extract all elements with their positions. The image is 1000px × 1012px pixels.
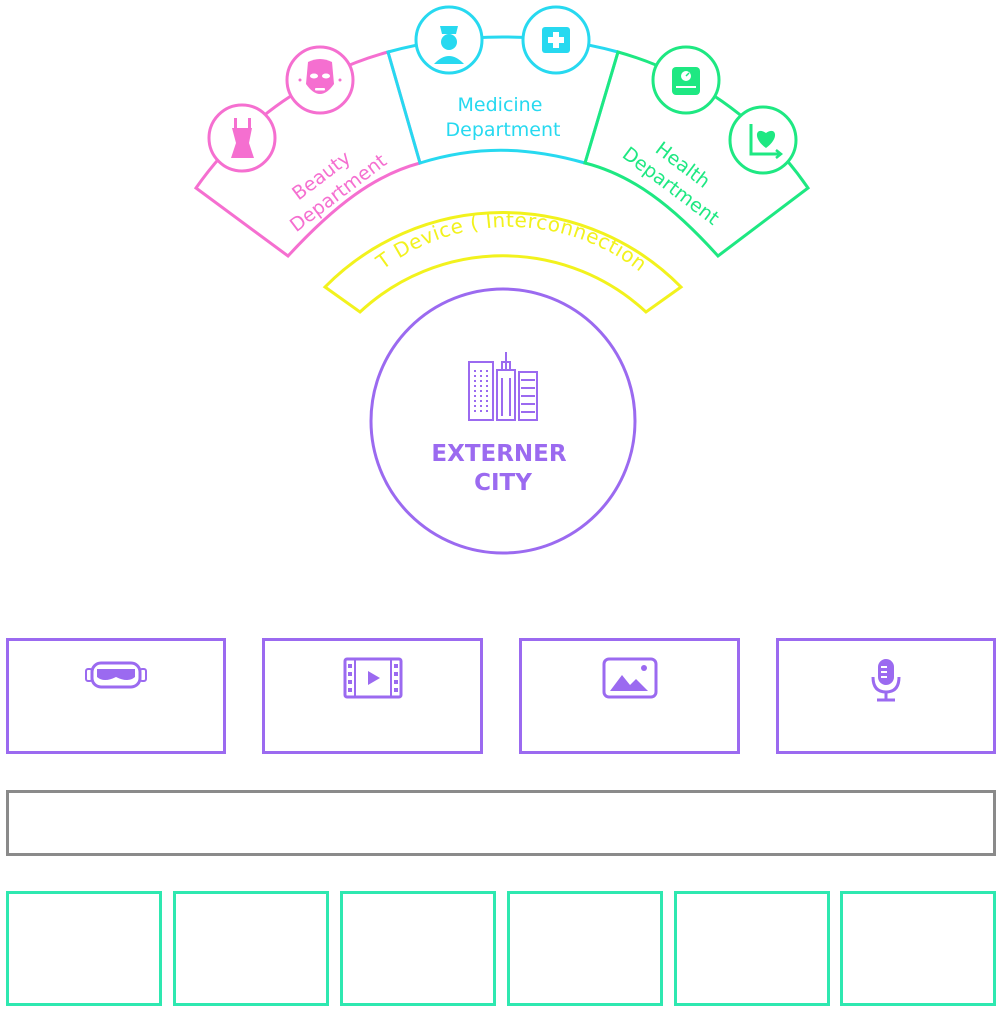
city-circle — [369, 287, 637, 555]
medicine-icons — [414, 5, 591, 75]
bottom-box-6 — [840, 891, 996, 1006]
city-label: EXTERNER CITY — [431, 441, 574, 496]
face-mask-icon — [298, 59, 342, 94]
bottom-box-2 — [173, 891, 329, 1006]
video-film-icon — [343, 657, 402, 699]
health-icons — [651, 45, 798, 175]
weight-scale-icon — [672, 67, 700, 95]
media-box-image — [519, 638, 740, 754]
bottom-box-1 — [6, 891, 162, 1006]
bottom-box-4 — [507, 891, 663, 1006]
medicine-department-label: Medicine Department — [446, 94, 561, 141]
bottom-box-3 — [340, 891, 496, 1006]
nurse-icon — [434, 26, 464, 64]
city-buildings-icon — [468, 352, 538, 421]
image-picture-icon — [602, 657, 657, 699]
media-box-video — [262, 638, 483, 754]
medical-kit-icon — [542, 27, 570, 53]
iot-device-band — [322, 211, 684, 314]
bottom-box-5 — [674, 891, 830, 1006]
vr-goggles-icon — [85, 661, 147, 689]
wide-platform-box — [6, 790, 996, 856]
beauty-icons — [207, 45, 355, 173]
media-box-audio — [776, 638, 996, 754]
media-box-vr — [6, 638, 226, 754]
body-slimming-icon — [231, 118, 254, 158]
microphone-icon — [871, 659, 901, 702]
heart-chart-icon — [749, 124, 784, 159]
